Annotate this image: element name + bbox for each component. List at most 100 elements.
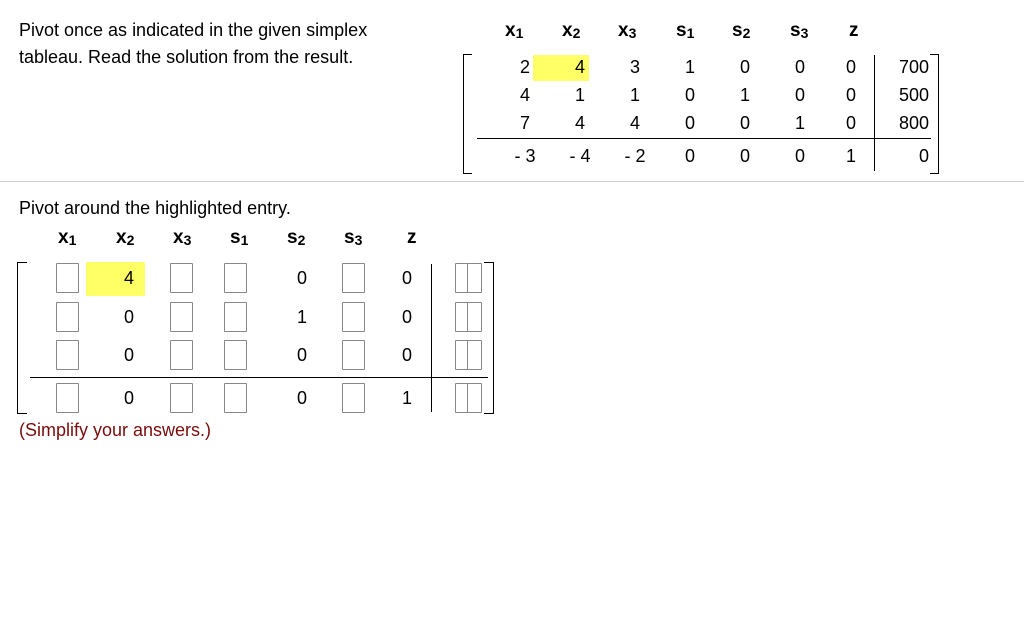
tableau-cell-r4-c7: 1 [845, 146, 856, 166]
answer-input-r2-rhs-b[interactable] [467, 302, 482, 332]
answer-cell-r1-c7: 0 [401, 268, 412, 288]
column-header-subscript: 3 [354, 232, 363, 248]
column-header-subscript: 2 [572, 25, 581, 41]
answer-input-r4-c6[interactable] [342, 383, 365, 413]
tableau-rhs-r4: 0 [918, 146, 929, 166]
answer-cell-r2-c2: 0 [123, 307, 134, 327]
answer-cell-r3-c5: 0 [296, 345, 307, 365]
answer-objective-separator [30, 377, 488, 378]
tableau-cell-r2-c3: 1 [629, 85, 640, 105]
tableau-cell-r4-c2: - 4 [569, 146, 591, 166]
answer-cell-r2-c7: 0 [401, 307, 412, 327]
tableau-cell-r3-c3: 4 [629, 113, 640, 133]
tableau-cell-r1-c7: 0 [845, 57, 856, 77]
column-header-x2: x2 [562, 20, 580, 42]
column-header-x3: x3 [618, 20, 636, 42]
left-bracket [463, 54, 472, 174]
tableau-cell-r2-c5: 1 [739, 85, 750, 105]
answer-input-r2-c6[interactable] [342, 302, 365, 332]
answer-input-r3-c6[interactable] [342, 340, 365, 370]
column-header-base: s [344, 227, 355, 248]
column-header-subscript: 2 [742, 25, 751, 41]
tableau-cell-r1-c4: 1 [684, 57, 695, 77]
answer-input-r4-c4[interactable] [224, 383, 247, 413]
column-header-x3: x3 [173, 227, 191, 249]
tableau-cell-r2-c4: 0 [684, 85, 695, 105]
answer-input-r2-c1[interactable] [56, 302, 79, 332]
tableau-cell-r3-c6: 1 [794, 113, 805, 133]
answer-cell-r1-c2: 4 [123, 268, 134, 288]
answer-cell-r2-c5: 1 [296, 307, 307, 327]
tableau-cell-r1-c1: 2 [519, 57, 530, 77]
answer-input-r4-c1[interactable] [56, 383, 79, 413]
column-header-base: x [173, 227, 184, 248]
answer-cell-r4-c2: 0 [123, 388, 134, 408]
prompt-line-1: Pivot once as indicated in the given sim… [19, 20, 368, 40]
tableau-cell-r3-c2: 4 [574, 113, 585, 133]
column-header-base: s [676, 20, 687, 41]
column-header-subscript: 2 [126, 232, 135, 248]
column-header-base: s [790, 20, 801, 41]
answer-cell-r3-c2: 0 [123, 345, 134, 365]
answer-cell-r4-c7: 1 [401, 388, 412, 408]
column-header-subscript: 3 [628, 25, 637, 41]
simplify-note: (Simplify your answers.) [19, 420, 212, 440]
tableau-cell-r4-c1: - 3 [514, 146, 536, 166]
answer-input-r1-rhs-b[interactable] [467, 263, 482, 293]
column-header-x1: x1 [58, 227, 76, 249]
column-header-base: x [58, 227, 69, 248]
column-header-base: z [407, 227, 417, 248]
column-header-base: s [732, 20, 743, 41]
column-header-x2: x2 [116, 227, 134, 249]
tableau-cell-r3-c4: 0 [684, 113, 695, 133]
rhs-separator [874, 55, 875, 171]
answer-input-r3-rhs-b[interactable] [467, 340, 482, 370]
tableau-rhs-r1: 700 [898, 57, 929, 77]
tableau-rhs-r2: 500 [898, 85, 929, 105]
instruction-text: Pivot around the highlighted entry. [19, 198, 291, 218]
tableau-cell-r3-c7: 0 [845, 113, 856, 133]
answer-cell-r1-c5: 0 [296, 268, 307, 288]
column-header-base: s [287, 227, 298, 248]
answer-input-r1-c4[interactable] [224, 263, 247, 293]
answer-cell-r3-c7: 0 [401, 345, 412, 365]
column-header-s2: s2 [732, 20, 750, 42]
answer-right-bracket [484, 262, 494, 414]
section-divider [0, 181, 1024, 182]
problem-prompt: Pivot once as indicated in the given sim… [19, 17, 479, 71]
answer-input-r1-c6[interactable] [342, 263, 365, 293]
tableau-cell-r1-c3: 3 [629, 57, 640, 77]
answer-input-r3-c4[interactable] [224, 340, 247, 370]
answer-input-r1-c3[interactable] [170, 263, 193, 293]
column-header-s3: s3 [344, 227, 362, 249]
column-header-base: x [505, 20, 516, 41]
tableau-cell-r4-c5: 0 [739, 146, 750, 166]
column-header-subscript: 3 [183, 232, 192, 248]
answer-input-r2-c4[interactable] [224, 302, 247, 332]
tableau-cell-r3-c1: 7 [519, 113, 530, 133]
column-header-subscript: 1 [515, 25, 524, 41]
column-header-subscript: 2 [297, 232, 306, 248]
tableau-cell-r1-c5: 0 [739, 57, 750, 77]
answer-rhs-separator [431, 264, 432, 412]
column-header-s3: s3 [790, 20, 808, 42]
tableau-cell-r3-c5: 0 [739, 113, 750, 133]
answer-left-bracket [17, 262, 27, 414]
column-header-subscript: 1 [68, 232, 77, 248]
column-header-x1: x1 [505, 20, 523, 42]
column-header-subscript: 1 [240, 232, 249, 248]
tableau-cell-r4-c6: 0 [794, 146, 805, 166]
tableau-cell-r2-c1: 4 [519, 85, 530, 105]
column-header-s1: s1 [676, 20, 694, 42]
answer-input-r4-c3[interactable] [170, 383, 193, 413]
column-header-s2: s2 [287, 227, 305, 249]
answer-cell-r4-c5: 0 [296, 388, 307, 408]
column-header-z: z [407, 227, 417, 249]
tableau-rhs-r3: 800 [898, 113, 929, 133]
answer-input-r4-rhs-b[interactable] [467, 383, 482, 413]
answer-input-r1-c1[interactable] [56, 263, 79, 293]
tableau-cell-r1-c2: 4 [574, 57, 585, 77]
answer-input-r3-c1[interactable] [56, 340, 79, 370]
answer-input-r2-c3[interactable] [170, 302, 193, 332]
answer-input-r3-c3[interactable] [170, 340, 193, 370]
